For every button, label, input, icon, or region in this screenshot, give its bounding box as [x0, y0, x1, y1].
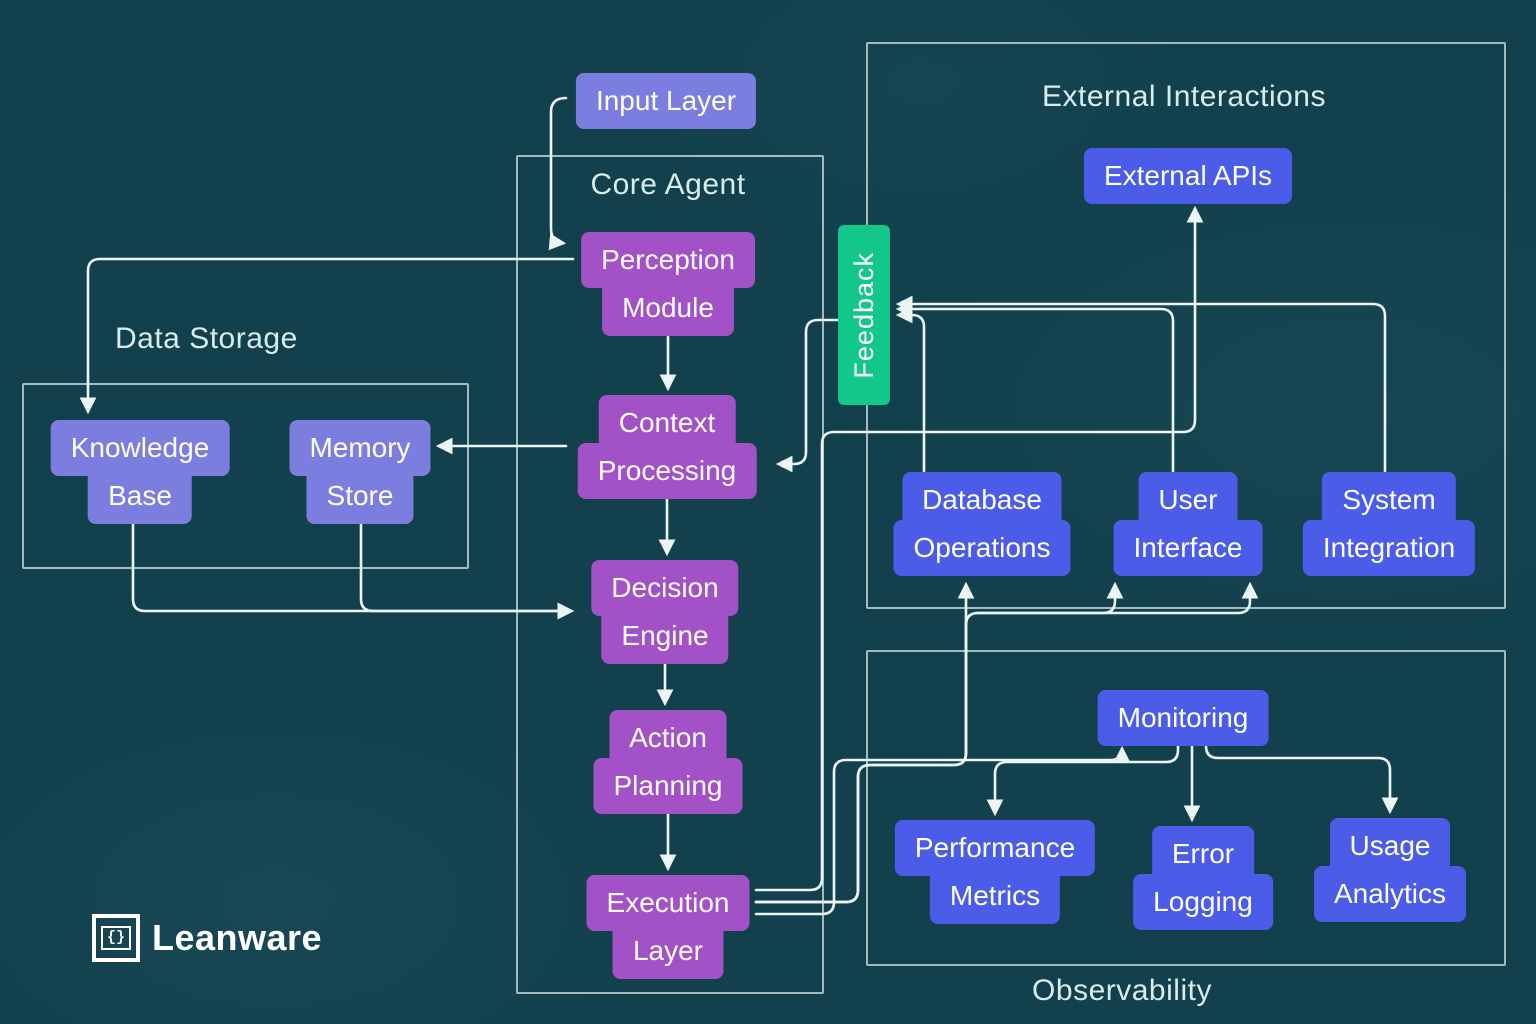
node-user-interface: User Interface: [1113, 472, 1263, 576]
leanware-logo-text: Leanware: [152, 917, 323, 958]
edge-user-interface-to-feedback: [895, 300, 1175, 474]
node-label: Perception: [581, 232, 755, 288]
node-label: Usage: [1329, 818, 1451, 874]
node-monitoring: Monitoring: [1097, 690, 1269, 746]
edge-memory-store-to-decision-engine: [359, 522, 575, 620]
node-label: Execution: [586, 875, 750, 931]
node-memory-store: Memory Store: [289, 420, 431, 524]
node-label: Analytics: [1313, 866, 1467, 922]
node-usage-analytics: Usage Analytics: [1313, 818, 1467, 922]
node-feedback: Feedback: [838, 225, 890, 405]
node-database-operations: Database Operations: [893, 472, 1071, 576]
node-execution-layer: Execution Layer: [586, 875, 750, 979]
node-label: Planning: [593, 758, 743, 814]
node-label: Module: [602, 280, 734, 336]
external-interactions-heading: External Interactions: [1042, 80, 1326, 113]
braces-glyph: {}: [100, 926, 131, 950]
edge-input-layer-to-perception-module: [548, 96, 568, 251]
node-label: System: [1322, 472, 1456, 528]
node-label: Decision: [591, 560, 739, 616]
edge-perception-module-to-knowledge-base: [79, 257, 575, 415]
node-label: Integration: [1302, 520, 1476, 576]
node-label: Layer: [612, 923, 724, 979]
node-label: Action: [609, 710, 727, 766]
node-label: Store: [306, 468, 414, 524]
container-data-storage: [22, 383, 469, 569]
node-label: Memory: [289, 420, 431, 476]
leanware-logo: {} Leanware: [92, 914, 322, 962]
node-external-apis: External APIs: [1083, 148, 1293, 204]
edge-execution-layer-to-external-apis: [754, 205, 1204, 892]
node-perception-module: Perception Module: [581, 232, 755, 336]
core-agent-heading: Core Agent: [590, 168, 746, 201]
node-error-logging: Error Logging: [1133, 826, 1273, 930]
observability-heading: Observability: [1032, 974, 1212, 1007]
node-label: Database: [902, 472, 1062, 528]
edge-monitoring-to-usage-analytics: [1204, 738, 1399, 815]
node-label: External APIs: [1083, 148, 1293, 204]
node-label: Error: [1151, 826, 1255, 882]
node-decision-engine: Decision Engine: [591, 560, 739, 664]
node-label: Performance: [894, 820, 1096, 876]
data-storage-heading: Data Storage: [115, 322, 298, 355]
node-label: Context: [598, 395, 736, 451]
node-label: Knowledge: [50, 420, 230, 476]
edge-database-operations-to-feedback: [895, 306, 926, 474]
node-action-planning: Action Planning: [593, 710, 743, 814]
edge-monitoring-to-performance-metrics: [986, 738, 1180, 817]
edge-execution-layer-to-monitoring: [754, 745, 1131, 916]
node-knowledge-base: Knowledge Base: [50, 420, 230, 524]
edge-knowledge-base-to-decision-engine: [131, 522, 575, 620]
edge-feedback-to-context-processing: [775, 318, 840, 473]
braces-square-icon: {}: [92, 914, 140, 962]
node-label: Input Layer: [575, 73, 757, 129]
node-label: Base: [88, 468, 192, 524]
node-label: Logging: [1133, 874, 1273, 930]
node-label: Processing: [577, 443, 757, 499]
node-label: Interface: [1113, 520, 1263, 576]
edge-system-integration-to-feedback: [895, 295, 1387, 474]
node-label: Monitoring: [1097, 690, 1269, 746]
node-label: Operations: [893, 520, 1071, 576]
node-label: Feedback: [848, 251, 879, 379]
container-observability: [866, 650, 1506, 966]
node-label: Engine: [601, 608, 729, 664]
node-label: User: [1138, 472, 1238, 528]
edge-execution-layer-to-system-integration: [754, 581, 1259, 904]
node-system-integration: System Integration: [1302, 472, 1476, 576]
node-context-processing: Context Processing: [577, 395, 757, 499]
node-performance-metrics: Performance Metrics: [894, 820, 1096, 924]
node-label: Metrics: [929, 868, 1061, 924]
node-input-layer: Input Layer: [575, 73, 757, 129]
